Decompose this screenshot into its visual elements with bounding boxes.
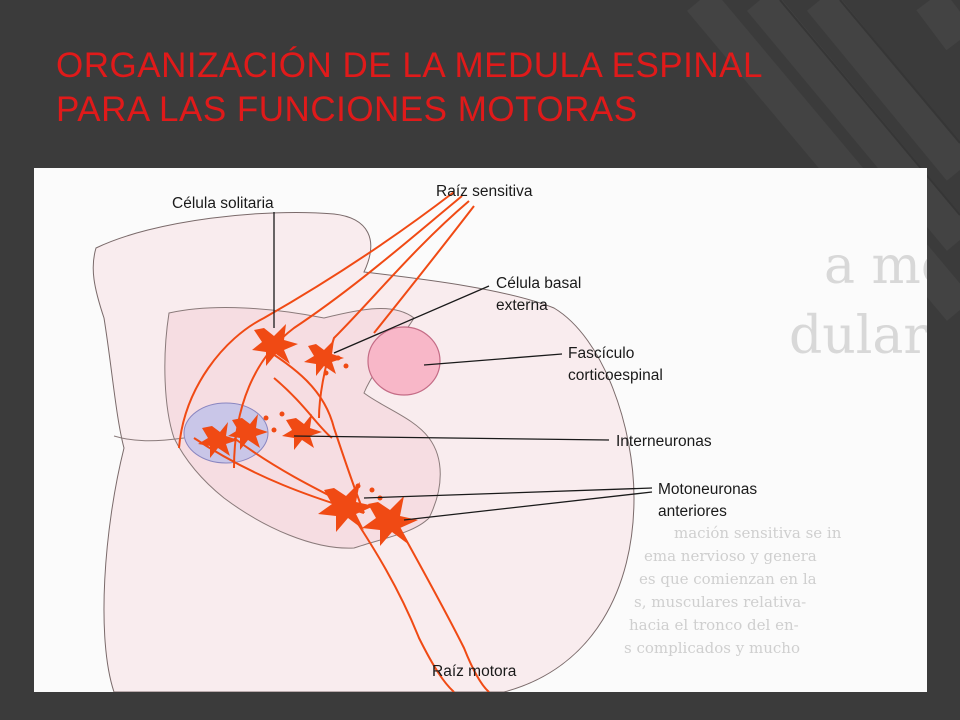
label-raiz-sensitiva: Raíz sensitiva <box>436 183 533 200</box>
label-motoneuronas-1: Motoneuronas <box>658 481 757 498</box>
label-celula-solitaria: Célula solitaria <box>172 195 274 212</box>
label-celula-basal-2: externa <box>496 297 548 314</box>
ghost-heading-1: a médula <box>824 236 927 296</box>
neurons <box>198 324 418 546</box>
synapse-dots <box>263 355 383 501</box>
motoneuron-1 <box>318 482 374 532</box>
central-canal-edge <box>113 435 185 442</box>
motoneuron-2 <box>362 496 418 546</box>
label-interneuronas: Interneuronas <box>616 433 712 450</box>
interneuron-1 <box>198 422 238 458</box>
diagram-svg: a médula dulares mación sensitiva se in … <box>92 183 927 692</box>
spinal-cord-diagram: a médula dulares mación sensitiva se in … <box>34 168 927 692</box>
label-fasciculo-1: Fascículo <box>568 345 634 362</box>
ghost-para-2: ema nervioso y genera <box>644 547 817 565</box>
label-celula-basal-1: Célula basal <box>496 275 581 292</box>
ghost-para-5: hacia el tronco del en- <box>629 616 799 634</box>
label-fasciculo-2: corticoespinal <box>568 367 663 384</box>
basal-cell <box>304 340 344 376</box>
ghost-para-6: s complicados y mucho <box>624 639 800 657</box>
slide-title-line-1: ORGANIZACIÓN DE LA MEDULA ESPINAL <box>56 46 763 85</box>
label-raiz-motora: Raíz motora <box>432 663 517 680</box>
leader-lines <box>273 212 653 521</box>
interneuron-2 <box>228 414 268 450</box>
ghost-para-3: es que comienzan en la <box>639 570 817 588</box>
solitary-cell <box>252 324 298 366</box>
slide-title-line-2: PARA LAS FUNCIONES MOTORAS <box>56 90 638 129</box>
ghost-heading-2: dulares <box>789 306 927 366</box>
slide-title: ORGANIZACIÓN DE LA MEDULA ESPINAL PARA L… <box>56 44 916 132</box>
ghost-para-1: mación sensitiva se in <box>674 524 842 542</box>
label-motoneuronas-2: anteriores <box>658 503 727 520</box>
faded-background-text: a médula dulares mación sensitiva se in … <box>624 236 927 657</box>
ghost-para-4: s, musculares relativa- <box>634 593 806 611</box>
corticospinal-tract <box>367 326 441 396</box>
interneuron-3 <box>282 414 322 450</box>
